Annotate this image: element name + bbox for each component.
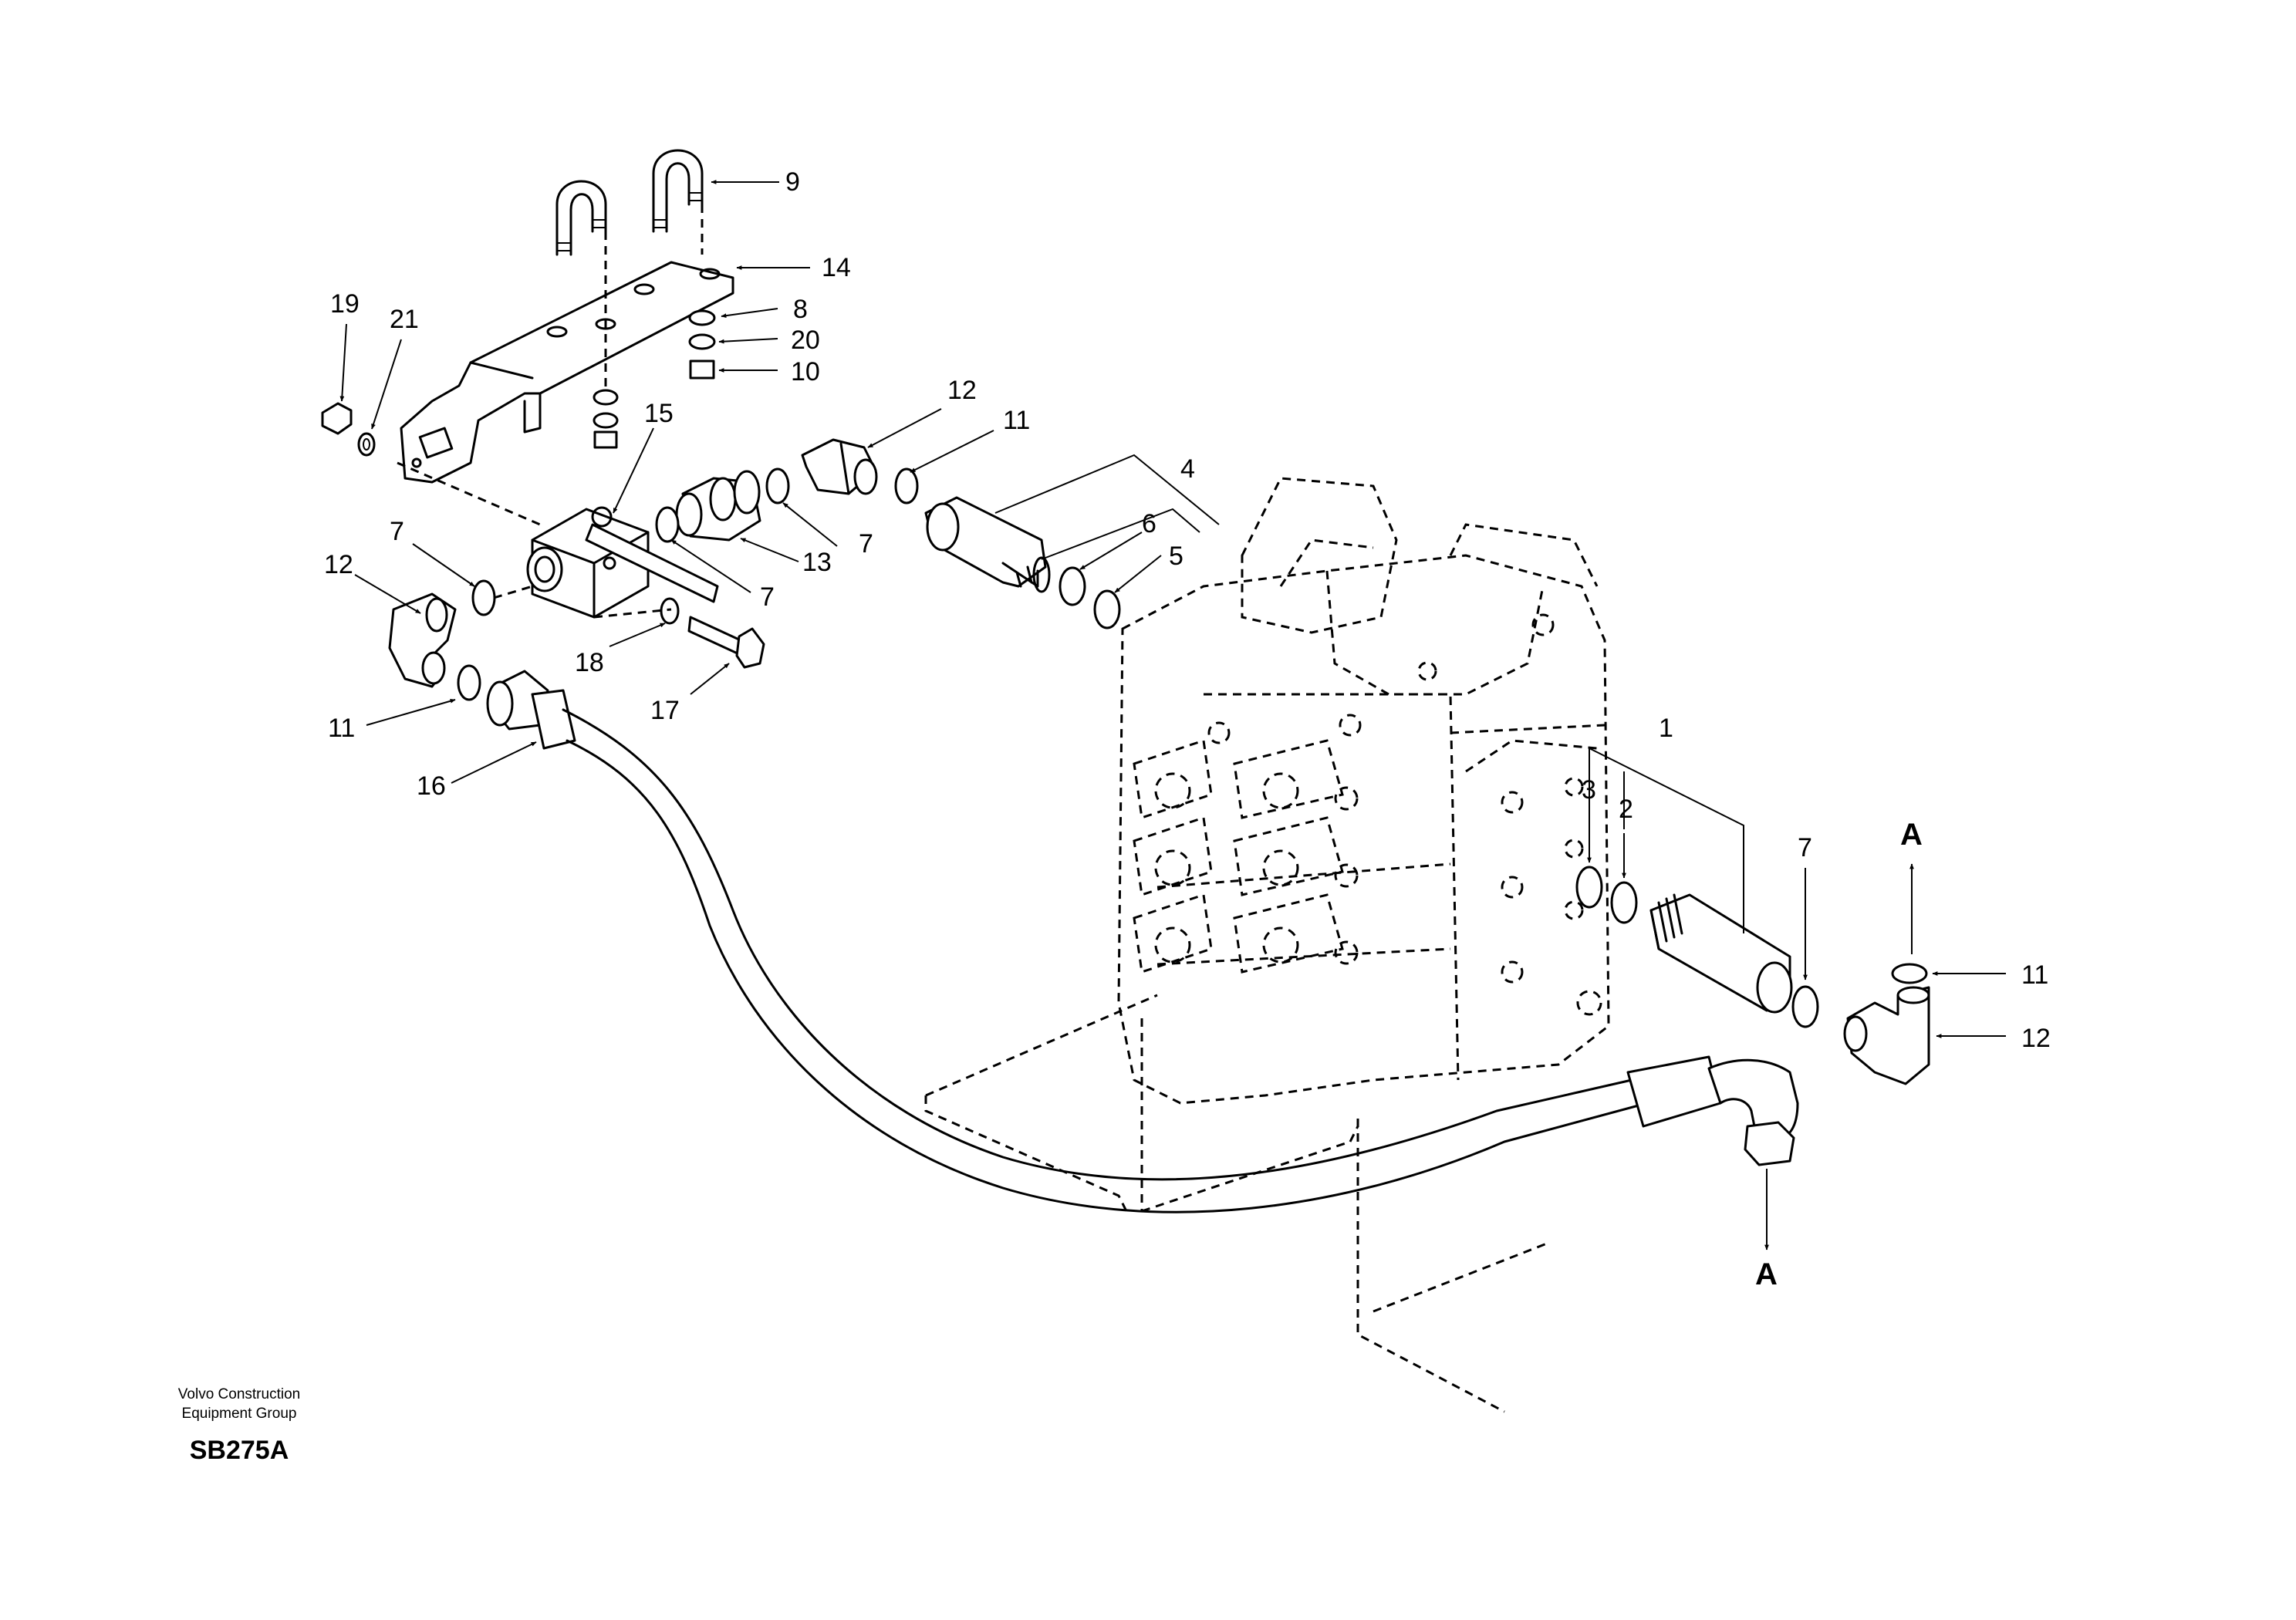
washer-18 [660,597,680,625]
elbow-12-top [801,438,878,495]
section-label-a-top: A [1900,818,1923,852]
label-11-left: 11 [328,714,355,743]
washer-nut-set [688,309,716,380]
label-12-left: 12 [324,550,353,579]
o-ring-11-right [1891,963,1928,984]
label-9: 9 [785,167,800,197]
label-6: 6 [1142,509,1156,538]
o-ring-7-a [765,467,790,505]
back-up-ring-2 [1610,881,1638,924]
bolt-17 [687,616,765,669]
label-10: 10 [791,357,820,386]
back-up-ring-6 [1059,566,1086,606]
shutoff-valve [526,506,719,619]
callout-bracket-1 [1589,748,1744,933]
organization-name: Volvo Construction Equipment Group [177,1386,301,1422]
nut-stack [593,389,619,449]
hose-16 [486,670,1799,1213]
o-ring-7-c [471,579,496,616]
leader-lines [339,180,2006,1250]
o-ring-7-right [1791,985,1819,1028]
o-ring-3 [1575,866,1603,909]
elbow-12-left [388,592,457,688]
washer-21 [357,432,376,457]
label-11-right: 11 [2021,960,2048,990]
label-8: 8 [793,295,808,324]
label-4: 4 [1180,454,1195,484]
callout-labels: 9 14 8 20 10 19 21 15 12 11 4 6 5 7 13 7… [324,167,2051,1291]
drawing-caption: Volvo Construction Equipment Group SB275… [147,1385,332,1466]
cartridge-1 [1649,893,1793,1014]
label-1: 1 [1659,714,1673,743]
o-ring-11-left [457,664,481,701]
label-19: 19 [330,289,360,319]
drawing-code: SB275A [189,1436,289,1465]
control-valve-block [924,477,1610,1413]
label-13: 13 [802,548,832,577]
label-14: 14 [822,253,851,282]
cartridge-4 [924,496,1051,593]
label-7-mid: 7 [760,582,775,612]
label-17: 17 [650,696,680,725]
label-7-right: 7 [1798,833,1812,862]
label-18: 18 [575,648,604,677]
callout-bracket-4 [994,454,1220,560]
label-16: 16 [417,771,446,801]
label-2: 2 [1619,795,1633,824]
label-20: 20 [791,326,820,355]
label-12-top: 12 [947,376,977,405]
label-7-top: 7 [859,529,873,559]
o-ring-7-b [655,506,680,543]
section-label-a-bottom: A [1755,1257,1778,1291]
mounting-bracket [400,261,734,484]
label-12-right: 12 [2021,1024,2051,1053]
o-ring-11-top [894,467,919,505]
elbow-12-right [1843,986,1930,1085]
nut-19 [321,402,353,435]
u-bolt [555,149,704,256]
label-11-top: 11 [1003,406,1030,435]
o-ring-5 [1093,589,1121,629]
label-3: 3 [1582,775,1596,805]
label-15: 15 [644,399,674,428]
label-21: 21 [390,305,419,334]
label-5: 5 [1169,542,1183,571]
label-7-left: 7 [390,517,404,546]
adapter-13 [675,470,761,542]
